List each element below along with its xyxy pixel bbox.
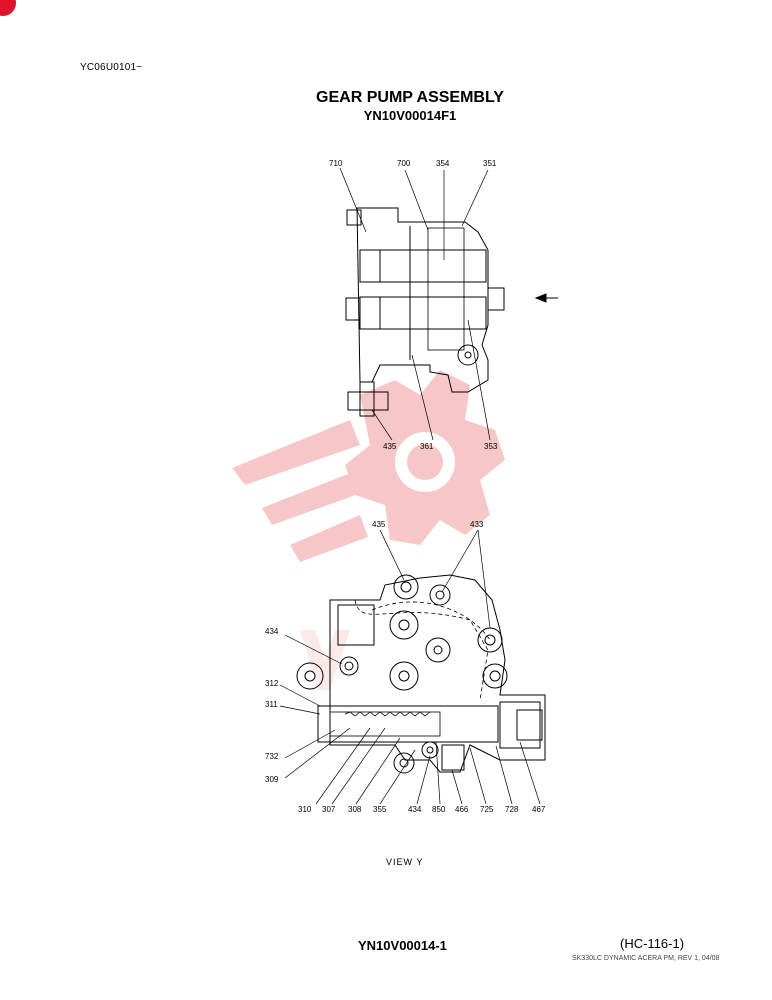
callout-435: 435 bbox=[383, 442, 397, 451]
callout-466: 466 bbox=[455, 805, 469, 814]
callout-355: 355 bbox=[373, 805, 387, 814]
callout-433: 433 bbox=[470, 520, 484, 529]
callout-728: 728 bbox=[505, 805, 519, 814]
footer-page-ref: (HC-116-1) bbox=[620, 936, 685, 951]
callout-312: 312 bbox=[265, 679, 279, 688]
callout-434: 434 bbox=[265, 627, 279, 636]
callout-309: 309 bbox=[265, 775, 279, 784]
callout-311: 311 bbox=[265, 700, 278, 709]
view-label: VIEW Y bbox=[386, 857, 424, 867]
callout-361: 361 bbox=[420, 442, 434, 451]
callout-435-lower: 435 bbox=[372, 520, 386, 529]
callout-307: 307 bbox=[322, 805, 336, 814]
callout-308: 308 bbox=[348, 805, 362, 814]
callout-310: 310 bbox=[298, 805, 312, 814]
callout-710: 710 bbox=[329, 159, 343, 168]
callout-434-bottom: 434 bbox=[408, 805, 422, 814]
callout-467: 467 bbox=[532, 805, 546, 814]
callout-354: 354 bbox=[436, 159, 450, 168]
page-title: GEAR PUMP ASSEMBLY bbox=[316, 89, 504, 106]
callout-353: 353 bbox=[484, 442, 498, 451]
footer-manual-rev: SK330LC DYNAMIC ACERA PM, REV 1, 04/08 bbox=[572, 955, 720, 962]
callout-850: 850 bbox=[432, 805, 446, 814]
gear-logo-watermark-icon bbox=[232, 370, 505, 690]
callout-700: 700 bbox=[397, 159, 411, 168]
corner-badge-icon bbox=[0, 0, 16, 16]
direction-arrow-icon bbox=[534, 293, 547, 303]
callout-725: 725 bbox=[480, 805, 494, 814]
callout-732: 732 bbox=[265, 752, 279, 761]
callout-351: 351 bbox=[483, 159, 497, 168]
serial-range: YC06U0101~ bbox=[80, 62, 143, 73]
part-number: YN10V00014F1 bbox=[363, 108, 457, 123]
footer-drawing-id: YN10V00014-1 bbox=[358, 938, 447, 953]
